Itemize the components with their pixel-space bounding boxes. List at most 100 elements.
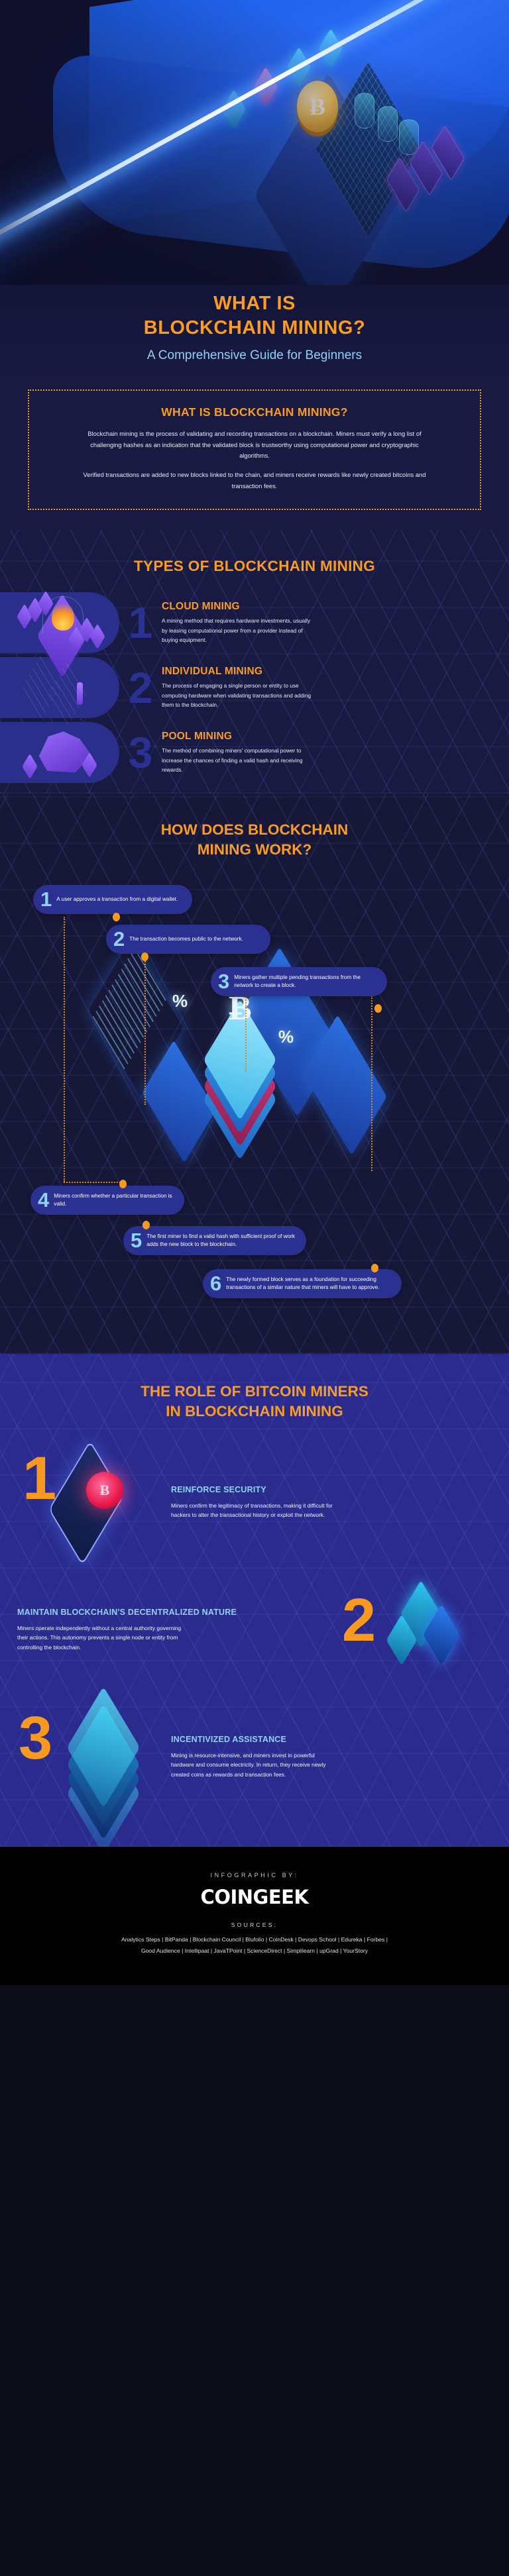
type-text-block: POOL MINING The method of combining mine… xyxy=(155,731,332,774)
step-bubble: 5 The first miner to find a valid hash w… xyxy=(123,1225,306,1255)
individual-mining-illustration xyxy=(0,651,126,726)
page-title-line-1: WHAT IS xyxy=(213,293,296,314)
step-text: The newly formed block serves as a found… xyxy=(226,1276,380,1290)
type-text-block: CLOUD MINING A mining method that requir… xyxy=(155,601,332,644)
decentralized-nature-illustration: 2 xyxy=(342,1576,492,1682)
step-number: 1 xyxy=(40,887,52,911)
how-heading-line-1: HOW DOES BLOCKCHAIN xyxy=(160,821,349,839)
role-body: Miners operate independently without a c… xyxy=(17,1624,182,1651)
hero-gradient-overlay xyxy=(0,0,509,285)
percent-symbol-icon: % xyxy=(172,990,188,1011)
intro-section: WHAT IS BLOCKCHAIN MINING? Blockchain mi… xyxy=(0,386,509,531)
step-dot-marker xyxy=(374,1004,382,1013)
type-body: The process of engaging a single person … xyxy=(162,682,311,708)
role-heading-line-1: THE ROLE OF BITCOIN MINERS xyxy=(141,1382,368,1400)
role-title: INCENTIVIZED ASSISTANCE xyxy=(171,1734,287,1744)
individual-mining-art xyxy=(13,651,113,726)
step-number: 4 xyxy=(38,1188,50,1211)
reinforce-security-illustration: 1 Ƀ xyxy=(17,1440,167,1566)
role-number: 2 xyxy=(342,1586,376,1654)
types-section: TYPES OF BLOCKCHAIN MINING 1 CLOUD xyxy=(0,530,509,794)
step-bubble: 6 The newly formed block serves as a fou… xyxy=(203,1268,402,1298)
how-it-works-section: HOW DOES BLOCKCHAIN MINING WORK? Ƀ % % xyxy=(0,794,509,1354)
role-text-block: MAINTAIN BLOCKCHAIN'S DECENTRALIZED NATU… xyxy=(17,1607,338,1652)
pool-mining-art xyxy=(13,725,113,780)
coingeek-logo: COINGEEK xyxy=(200,1885,309,1908)
step-bubble: 3 Miners gather multiple pending transac… xyxy=(211,966,387,996)
step-bubble: 4 Miners confirm whether a particular tr… xyxy=(30,1185,184,1215)
type-title: POOL MINING xyxy=(162,731,233,743)
type-row: 3 POOL MINING The method of combining mi… xyxy=(0,722,509,784)
role-text-block: INCENTIVIZED ASSISTANCE Mining is resour… xyxy=(171,1734,492,1779)
hero-illustration-section: Ƀ xyxy=(0,0,509,285)
cloud-mining-art xyxy=(13,590,113,678)
role-heading: THE ROLE OF BITCOIN MINERS IN BLOCKCHAIN… xyxy=(0,1374,509,1443)
role-number: 1 xyxy=(23,1444,57,1512)
step-text: The transaction becomes public to the ne… xyxy=(129,935,243,942)
step-bubble: 2 The transaction becomes public to the … xyxy=(106,924,270,954)
step-number: 5 xyxy=(131,1228,142,1252)
step-text: Miners confirm whether a particular tran… xyxy=(54,1192,172,1207)
infographic-page: Ƀ WHAT IS BLOCKCHAIN MINING? A Comprehen… xyxy=(0,0,509,1986)
sources-label: SOURCES: xyxy=(231,1921,278,1928)
role-body: Mining is resource-intensive, and miners… xyxy=(171,1751,326,1778)
intro-paragraph-1: Blockchain mining is the process of vali… xyxy=(87,430,422,459)
cloud-mining-illustration xyxy=(0,590,126,678)
step-bubble: 1 A user approves a transaction from a d… xyxy=(33,884,192,914)
step-dot-marker xyxy=(141,952,148,961)
how-it-works-heading: HOW DOES BLOCKCHAIN MINING WORK? xyxy=(0,811,509,872)
connector-line xyxy=(64,916,65,1182)
intro-heading: WHAT IS BLOCKCHAIN MINING? xyxy=(161,405,348,419)
role-row: 3 INCENTIVIZED ASSISTANCE Mining is reso… xyxy=(0,1686,509,1847)
connector-line xyxy=(371,995,372,1171)
energy-dome-icon xyxy=(42,596,84,634)
infographic-by-label: INFOGRAPHIC BY: xyxy=(210,1871,299,1879)
page-title: WHAT IS BLOCKCHAIN MINING? xyxy=(16,291,493,340)
type-number: 2 xyxy=(128,663,153,713)
server-box-icon xyxy=(22,753,38,780)
type-title: INDIVIDUAL MINING xyxy=(162,666,263,678)
role-heading-line-2: IN BLOCKCHAIN MINING xyxy=(166,1402,343,1419)
step-text: The first miner to find a valid hash wit… xyxy=(146,1233,295,1247)
step-text: Miners gather multiple pending transacti… xyxy=(234,974,361,988)
step-number: 6 xyxy=(210,1271,222,1295)
role-title: MAINTAIN BLOCKCHAIN'S DECENTRALIZED NATU… xyxy=(17,1607,237,1617)
sources-line-2: Good Audience | Intellipaat | JavaTPoint… xyxy=(141,1947,368,1954)
percent-symbol-icon: % xyxy=(278,1026,294,1047)
connector-line xyxy=(64,1181,123,1183)
type-row: 1 CLOUD MINING A mining method that requ… xyxy=(0,590,509,678)
step-dot-marker xyxy=(371,1263,378,1272)
intro-dotted-box: WHAT IS BLOCKCHAIN MINING? Blockchain mi… xyxy=(28,389,481,511)
type-number: 3 xyxy=(128,728,153,778)
block-stack-icon xyxy=(203,998,277,1160)
step-number: 2 xyxy=(113,927,125,951)
connector-line xyxy=(245,978,247,1072)
pool-mining-illustration xyxy=(0,722,126,783)
how-heading-line-2: MINING WORK? xyxy=(197,841,312,858)
role-number: 3 xyxy=(19,1704,53,1772)
step-number: 3 xyxy=(218,969,230,993)
step-dot-marker xyxy=(142,1220,150,1229)
step-text: A user approves a transaction from a dig… xyxy=(56,896,178,902)
how-it-works-diagram: Ƀ % % 1 A user approves a transaction fr… xyxy=(0,873,509,1264)
type-title: CLOUD MINING xyxy=(162,601,240,613)
role-text-block: REINFORCE SECURITY Miners confirm the le… xyxy=(171,1484,492,1520)
role-row: 2 MAINTAIN BLOCKCHAIN'S DECENTRALIZED NA… xyxy=(0,1570,509,1697)
type-number: 1 xyxy=(128,598,153,648)
page-subtitle: A Comprehensive Guide for Beginners xyxy=(146,348,363,363)
type-body: A mining method that requires hardware i… xyxy=(162,617,311,643)
network-cubes-icon xyxy=(383,1580,476,1674)
footer: INFOGRAPHIC BY: COINGEEK SOURCES: Analyt… xyxy=(0,1846,509,1986)
title-section: WHAT IS BLOCKCHAIN MINING? A Comprehensi… xyxy=(0,285,509,386)
page-title-line-2: BLOCKCHAIN MINING? xyxy=(143,317,366,338)
role-row: 1 Ƀ REINFORCE SECURITY Miners confirm th… xyxy=(0,1440,509,1570)
connector-line xyxy=(144,940,146,1105)
role-of-miners-section: THE ROLE OF BITCOIN MINERS IN BLOCKCHAIN… xyxy=(0,1353,509,1847)
incentivized-assistance-illustration: 3 xyxy=(17,1686,167,1847)
data-tower-icon xyxy=(66,1686,148,1847)
type-row: 2 INDIVIDUAL MINING The process of engag… xyxy=(0,651,509,726)
server-rack-icon xyxy=(48,658,89,726)
energy-flame-icon xyxy=(52,600,74,631)
types-heading: TYPES OF BLOCKCHAIN MINING xyxy=(133,558,376,575)
sources-line-1: Analytics Steps | BitPanda | Blockchain … xyxy=(121,1935,388,1943)
